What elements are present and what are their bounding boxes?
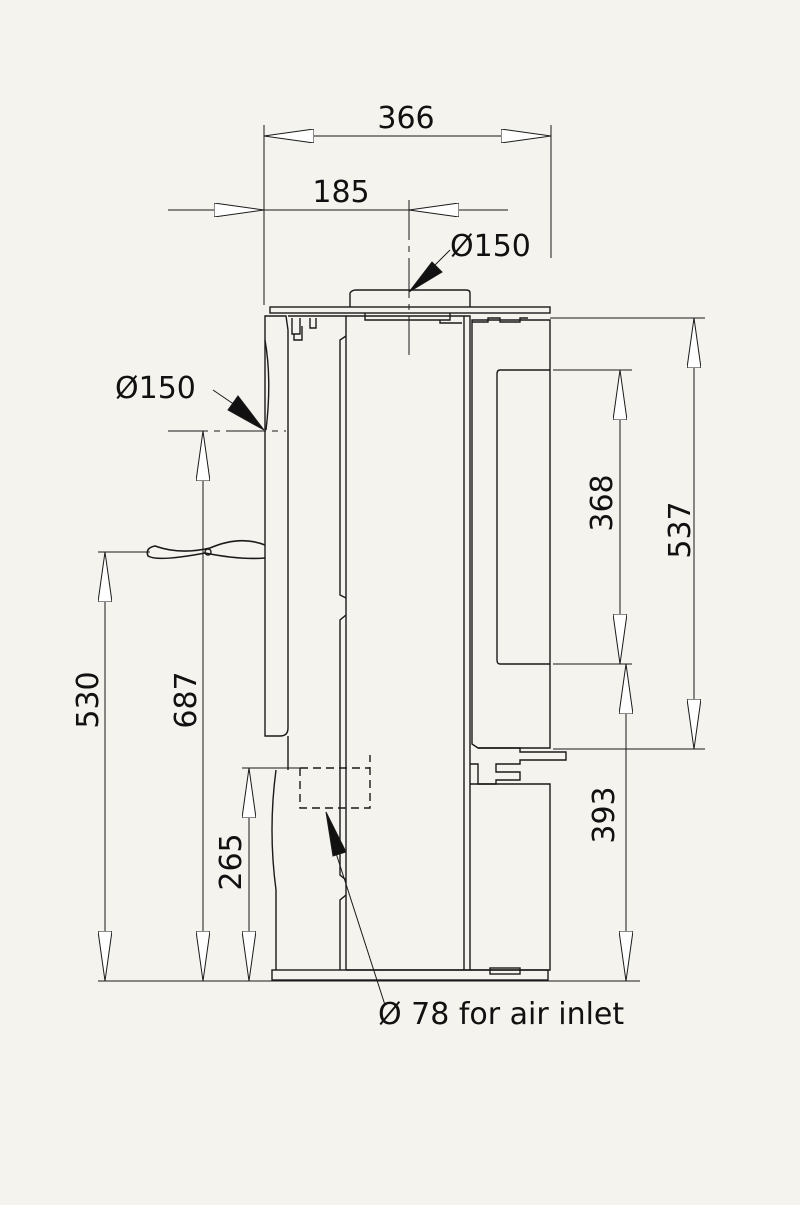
leader-air-inlet-arrow bbox=[325, 811, 347, 857]
firebox-front bbox=[346, 315, 471, 971]
extension-lines bbox=[98, 125, 705, 982]
lower-rear bbox=[271, 736, 289, 970]
label-overall-width: 366 bbox=[377, 101, 434, 136]
dimension-lines bbox=[105, 136, 694, 981]
door-glass bbox=[496, 369, 550, 665]
label-rear-flue-height: 687 bbox=[169, 671, 204, 728]
label-door-total-height: 537 bbox=[663, 501, 698, 558]
air-inlet-outline bbox=[299, 755, 371, 809]
log-store bbox=[470, 763, 551, 971]
label-top-flue-diameter: Ø150 bbox=[450, 229, 531, 264]
log-store-foot bbox=[489, 967, 521, 975]
door-hinge bbox=[472, 317, 528, 323]
rear-panel bbox=[264, 315, 289, 737]
label-handle-height: 530 bbox=[71, 671, 106, 728]
front-door bbox=[471, 319, 551, 749]
leader-rear-flue bbox=[212, 389, 236, 406]
base-plate bbox=[271, 969, 549, 981]
leader-air-inlet bbox=[334, 849, 386, 1006]
leaders bbox=[212, 249, 451, 1006]
label-air-inlet-note: Ø 78 for air inlet bbox=[378, 997, 624, 1032]
leader-rear-flue-arrow bbox=[227, 395, 265, 431]
label-air-inlet-height: 265 bbox=[214, 833, 249, 890]
rear-hook bbox=[291, 318, 317, 341]
rear-panel-curve bbox=[264, 339, 270, 431]
back-wall bbox=[288, 315, 347, 970]
top-flue-collar bbox=[349, 289, 471, 307]
label-rear-flue-diameter: Ø150 bbox=[115, 371, 196, 406]
label-flue-offset: 185 bbox=[312, 175, 369, 210]
center-lines bbox=[168, 200, 410, 432]
top-plate bbox=[269, 306, 551, 314]
door-handle bbox=[470, 747, 567, 785]
leader-top-flue-arrow bbox=[408, 261, 443, 293]
stove-body bbox=[146, 289, 567, 981]
label-door-bottom-height: 393 bbox=[587, 786, 622, 843]
top-bracket bbox=[364, 313, 462, 324]
label-glass-height: 368 bbox=[585, 474, 620, 531]
inner-back-wall bbox=[339, 335, 347, 970]
